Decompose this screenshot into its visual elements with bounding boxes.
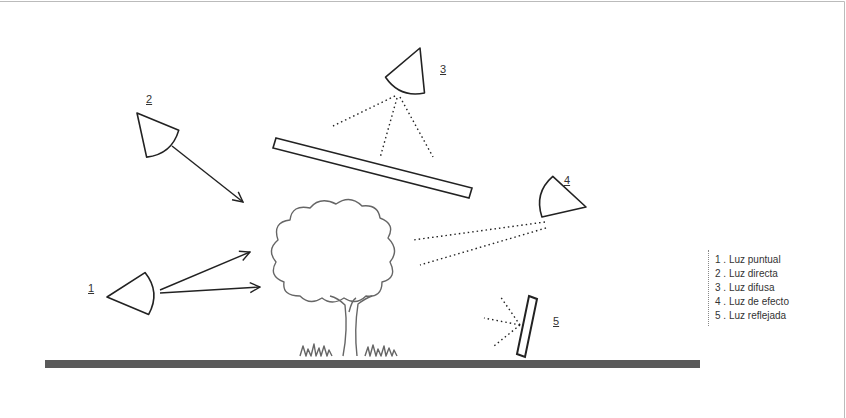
legend: 1 . Luz puntual2 . Luz directa3 . Luz di… <box>708 250 789 326</box>
lamp-direct <box>121 100 183 163</box>
lamp-effect <box>535 175 591 228</box>
callout-number: 1 <box>88 283 94 294</box>
light-arrow <box>172 146 243 202</box>
diffuser-panel <box>273 138 472 198</box>
light-ray <box>380 98 397 158</box>
light-ray <box>333 96 395 126</box>
legend-entry: 2 . Luz directa <box>715 267 789 281</box>
light-arrow <box>160 287 260 293</box>
legend-entry: 4 . Luz de efecto <box>715 295 789 309</box>
lamp-diffuse <box>383 40 440 99</box>
light-arrow <box>160 252 250 290</box>
callout-number: 3 <box>440 64 446 75</box>
callout-number: 4 <box>564 175 570 186</box>
ground-bar <box>45 360 700 368</box>
callout-number: 2 <box>146 94 152 105</box>
legend-entry: 5 . Luz reflejada <box>715 309 789 323</box>
callout-number: 5 <box>553 316 559 327</box>
lamp-point <box>105 272 155 318</box>
legend-entry: 1 . Luz puntual <box>715 253 789 267</box>
light-ray <box>400 97 433 157</box>
reflector-panel <box>517 296 537 357</box>
light-ray <box>413 222 545 240</box>
tree <box>271 199 397 356</box>
light-ray <box>420 228 546 265</box>
legend-entry: 3 . Luz difusa <box>715 281 789 295</box>
light-ray <box>500 296 520 325</box>
light-ray <box>484 318 520 325</box>
light-ray <box>494 325 520 346</box>
